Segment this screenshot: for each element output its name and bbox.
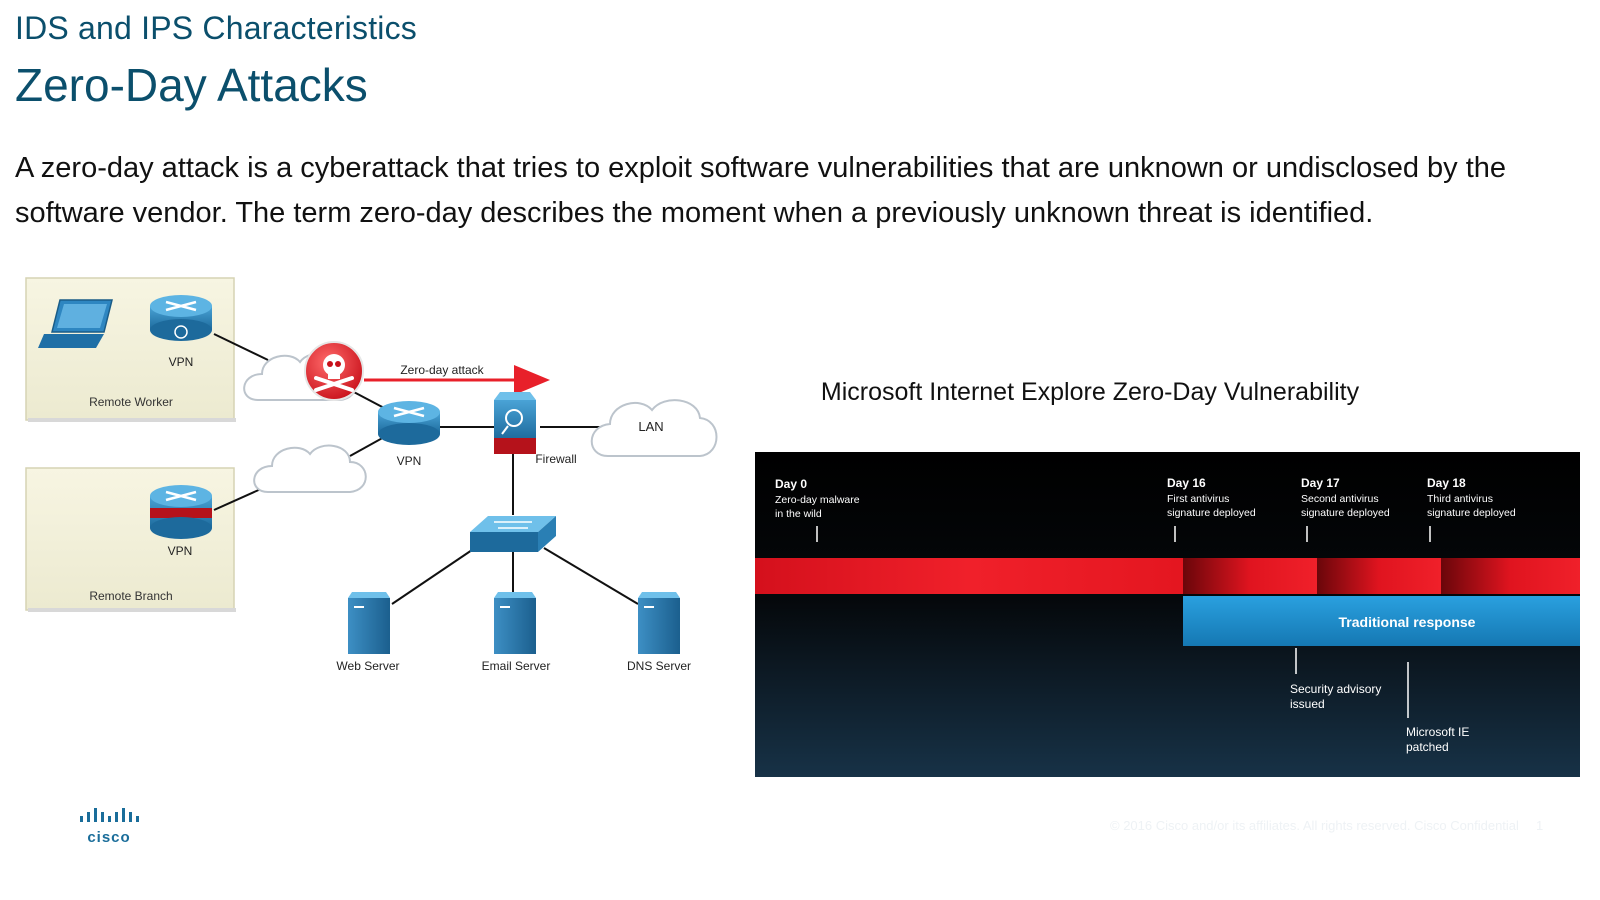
internet-cloud-icon [253, 444, 367, 493]
lan-cloud-icon [590, 399, 718, 457]
advisory-line1: Security advisory [1290, 682, 1381, 696]
event-description-line1: Second antivirus [1301, 493, 1379, 505]
timeline-event-day-18: Day 18 Third antivirus signature deploye… [1427, 476, 1516, 542]
timeline-event-day-0: Day 0 Zero-day malware in the wild [775, 477, 860, 542]
security-advisory-event: Security advisory issued [1290, 648, 1381, 711]
patched-event: Microsoft IE patched [1406, 662, 1469, 754]
event-description-line2: signature deployed [1167, 507, 1256, 519]
traditional-response-bar [1183, 596, 1580, 646]
timeline-event-day-17: Day 17 Second antivirus signature deploy… [1301, 476, 1390, 542]
event-description-line2: in the wild [775, 508, 822, 520]
vpn-router-icon [150, 295, 212, 341]
vpn-label-branch: VPN [168, 544, 193, 558]
event-day-label: Day 18 [1427, 476, 1466, 490]
traditional-response-label: Traditional response [1339, 614, 1476, 630]
attack-label: Zero-day attack [400, 363, 484, 377]
web-server-label: Web Server [336, 659, 399, 673]
event-description-line1: First antivirus [1167, 493, 1229, 505]
dns-server-label: DNS Server [627, 659, 691, 673]
vpn-label-worker: VPN [169, 355, 194, 369]
network-diagram: VPN Remote Worker VPN Remote Branch [0, 270, 730, 695]
event-day-label: Day 16 [1167, 476, 1206, 490]
vpn-router-icon [378, 401, 440, 445]
patched-line1: Microsoft IE [1406, 725, 1469, 739]
firewall-label: Firewall [535, 452, 576, 466]
threat-bar [755, 558, 1580, 594]
event-description-line2: signature deployed [1301, 507, 1390, 519]
cisco-logo-text: cisco [87, 829, 130, 846]
intro-paragraph: A zero-day attack is a cyberattack that … [15, 152, 1507, 229]
event-description-line2: signature deployed [1427, 507, 1516, 519]
skull-attacker-icon [304, 341, 364, 401]
lan-label: LAN [638, 419, 663, 434]
server-icon [494, 592, 536, 654]
timeline-event-day-16: Day 16 First antivirus signature deploye… [1167, 476, 1256, 542]
event-description-line1: Zero-day malware [775, 494, 860, 506]
remote-branch-label: Remote Branch [89, 589, 172, 603]
vulnerability-chart-title: Microsoft Internet Explore Zero-Day Vuln… [820, 378, 1360, 406]
server-icon [638, 592, 680, 654]
patched-line2: patched [1406, 740, 1449, 754]
laptop-icon [38, 299, 113, 348]
vpn-label-main: VPN [397, 454, 422, 468]
vulnerability-timeline: Traditional response Day 0 Zero-day malw… [755, 452, 1580, 782]
server-icon [348, 592, 390, 654]
email-server-label: Email Server [482, 659, 551, 673]
page-number: 1 [1536, 818, 1544, 833]
advisory-line2: issued [1290, 697, 1325, 711]
firewall-icon [494, 392, 536, 454]
event-day-label: Day 0 [775, 477, 807, 491]
vpn-router-icon [150, 485, 212, 539]
cisco-logo: cisco [78, 806, 148, 851]
page-title: Zero-Day Attacks [15, 59, 368, 111]
switch-icon [470, 516, 556, 552]
event-day-label: Day 17 [1301, 476, 1340, 490]
section-title: IDS and IPS Characteristics [15, 10, 417, 46]
remote-worker-label: Remote Worker [89, 395, 173, 409]
connection-lines [213, 333, 639, 605]
event-description-line1: Third antivirus [1427, 493, 1493, 505]
cisco-bars-icon [80, 808, 139, 822]
copyright-text: © 2016 Cisco and/or its affiliates. All … [1110, 818, 1519, 833]
